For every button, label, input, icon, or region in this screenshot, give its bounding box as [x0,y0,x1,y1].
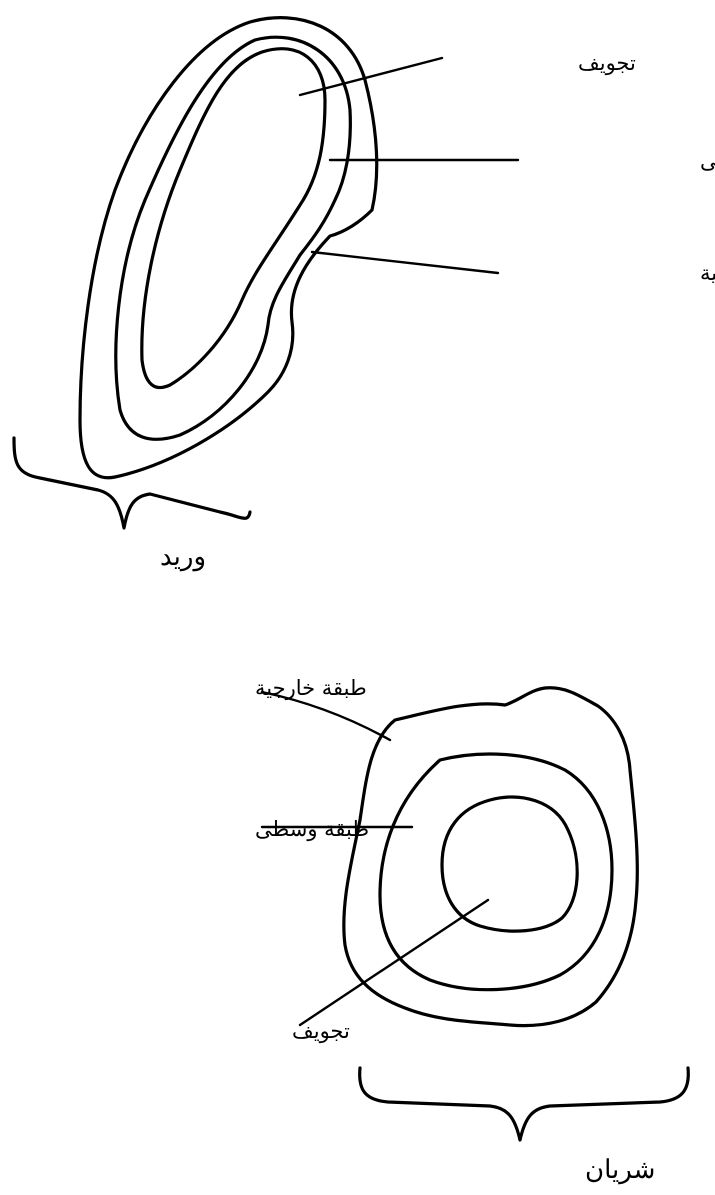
vein-brace [14,438,250,528]
artery-lumen-label: تجويف [292,1019,350,1044]
artery-brace [360,1068,689,1140]
artery-lumen-outline [442,797,577,931]
artery-caption: شريان [585,1155,655,1185]
vein-outer-layer-leader [312,252,498,273]
vein-diagram: تجويف طبقة وسطى طبقة خارجية وريد [14,18,715,572]
vein-lumen-label: تجويف [578,51,636,76]
artery-outer-layer-label: طبقة خارجية [255,676,367,701]
artery-middle-layer-label: طبقة وسطى [255,817,369,842]
vein-middle-layer-label: طبقة وسطى [700,149,715,174]
vein-outer-layer-label: طبقة خارجية [700,261,715,286]
artery-diagram: طبقة خارجية طبقة وسطى تجويف شريان [255,676,688,1185]
vein-middle-layer-outline [116,37,350,439]
vein-caption: وريد [160,542,206,572]
vein-lumen-outline [142,49,325,388]
artery-lumen-leader [300,900,488,1025]
